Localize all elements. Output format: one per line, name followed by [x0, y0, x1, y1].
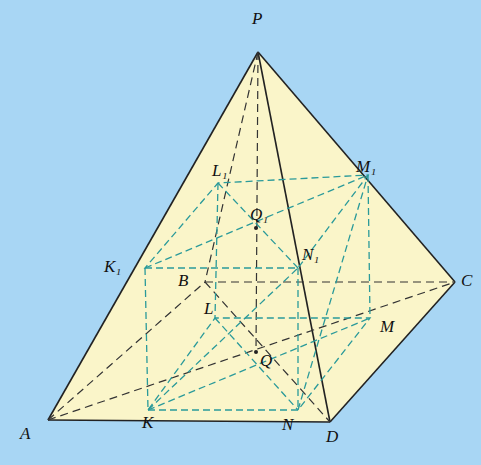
point-label: N₁ [302, 246, 319, 263]
point-label: L [204, 300, 213, 317]
point-label: A [20, 425, 30, 442]
point-label: K₁ [104, 258, 121, 275]
prism-edges [145, 175, 370, 410]
point-label: M₁ [356, 158, 376, 175]
point-label: L₁ [212, 162, 227, 179]
point-label: M [380, 318, 394, 335]
point-label: Q [260, 352, 272, 369]
point-label: D [326, 428, 338, 445]
pyramid-face [48, 52, 455, 422]
pyramid-edges [48, 52, 455, 422]
point-label: K [142, 414, 153, 431]
point-label: N [282, 416, 293, 433]
points [254, 226, 258, 354]
point-label: C [461, 272, 472, 289]
point-label: B [178, 272, 188, 289]
hidden-edges [48, 52, 455, 422]
point-label: Q₁ [250, 206, 268, 223]
point-label: P [252, 10, 262, 27]
